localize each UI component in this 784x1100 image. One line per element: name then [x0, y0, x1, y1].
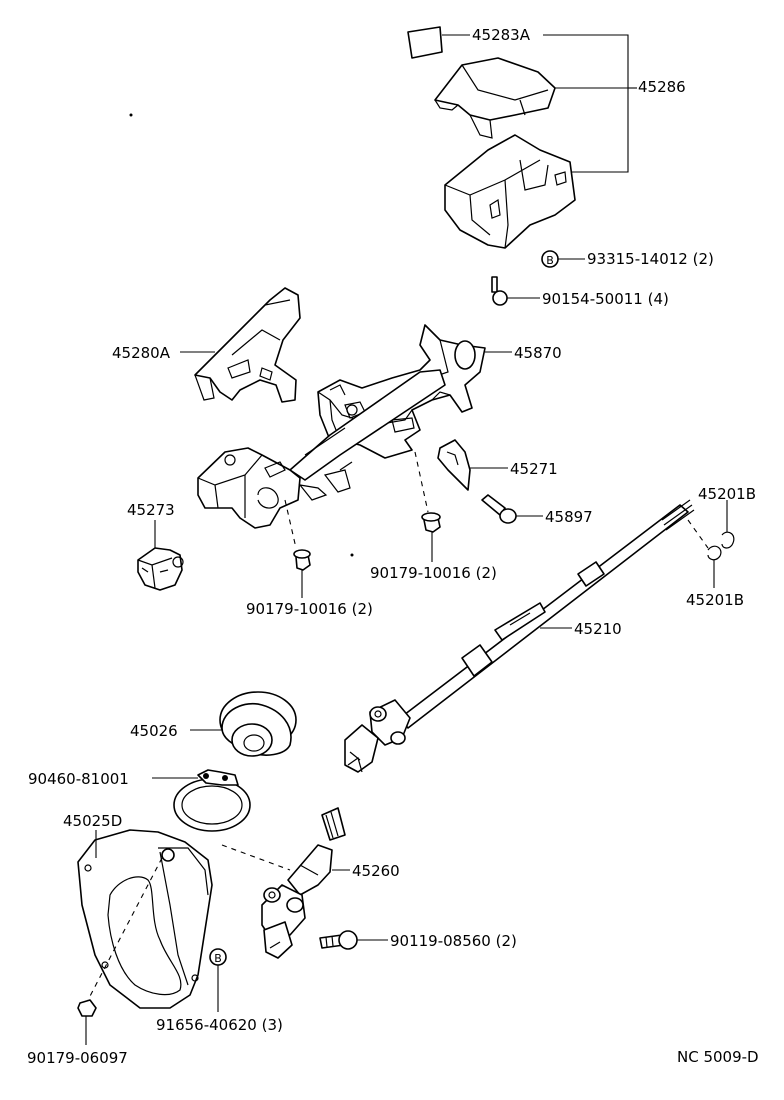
- svg-text:B: B: [546, 254, 554, 267]
- bracket-45271: [437, 439, 471, 491]
- callout-p-91656: 91656-40620 (3): [156, 1016, 283, 1034]
- callout-p-45201B-bot: 45201B: [686, 591, 744, 609]
- callout-p-45210: 45210: [574, 620, 622, 638]
- callout-p-45870: 45870: [514, 344, 562, 362]
- column-bracket-assembly-45870: [197, 324, 486, 529]
- callout-p-45025D: 45025D: [63, 812, 122, 830]
- diagram-code: NC 5009-D: [677, 1048, 759, 1066]
- callout-p-45897: 45897: [545, 508, 593, 526]
- callout-p-90460: 90460-81001: [28, 770, 129, 788]
- lower-column-cover: [444, 134, 576, 249]
- intermediate-shaft-45260: [261, 807, 346, 959]
- callout-p-45286: 45286: [638, 78, 686, 96]
- pin-45897: [481, 494, 517, 524]
- callout-p-90119: 90119-08560 (2): [390, 932, 517, 950]
- b-marker-icon-lower: B: [209, 948, 227, 966]
- bolt-90154-icon: [491, 276, 508, 306]
- leader-lines-covers: [442, 34, 637, 173]
- callout-p-90179-10016-l: 90179-10016 (2): [246, 600, 373, 618]
- steering-main-shaft-45210: [344, 499, 695, 773]
- grommet-90179-left: [293, 549, 311, 571]
- nut-90179-06097: [77, 999, 97, 1017]
- part-number-labels: 45283A 45286 93315-14012 (2) 90154-50011 (4…: [27, 26, 756, 1067]
- callout-p-45273: 45273: [127, 501, 175, 519]
- hose-clamp-90460: [173, 769, 251, 832]
- label-plate-45283A: [407, 26, 443, 59]
- svg-text:B: B: [214, 952, 222, 965]
- callout-p-45280A: 45280A: [112, 344, 171, 362]
- callout-p-90179-10016-r: 90179-10016 (2): [370, 564, 497, 582]
- callout-p-45260: 45260: [352, 862, 400, 880]
- upper-column-cover: [434, 57, 556, 139]
- grommet-90179-right: [421, 512, 441, 533]
- column-tube-upper-45280A: [194, 287, 301, 403]
- callout-p-45201B-top: 45201B: [698, 485, 756, 503]
- part-45273: [137, 547, 184, 591]
- callout-p-45283A: 45283A: [472, 26, 531, 44]
- boot-seal-45026: [219, 691, 297, 757]
- snap-ring-45201B-bottom: [707, 545, 722, 561]
- callout-p-45026: 45026: [130, 722, 178, 740]
- callout-p-90154: 90154-50011 (4): [542, 290, 669, 308]
- callout-p-45271: 45271: [510, 460, 558, 478]
- snap-ring-45201B-top: [721, 531, 735, 549]
- cover-plate-45025D: [77, 829, 213, 1009]
- b-marker-icon: B: [541, 250, 559, 268]
- bolt-90119-icon: [319, 930, 358, 950]
- callout-p-93315: 93315-14012 (2): [587, 250, 714, 268]
- callout-p-90179-06097: 90179-06097: [27, 1049, 128, 1067]
